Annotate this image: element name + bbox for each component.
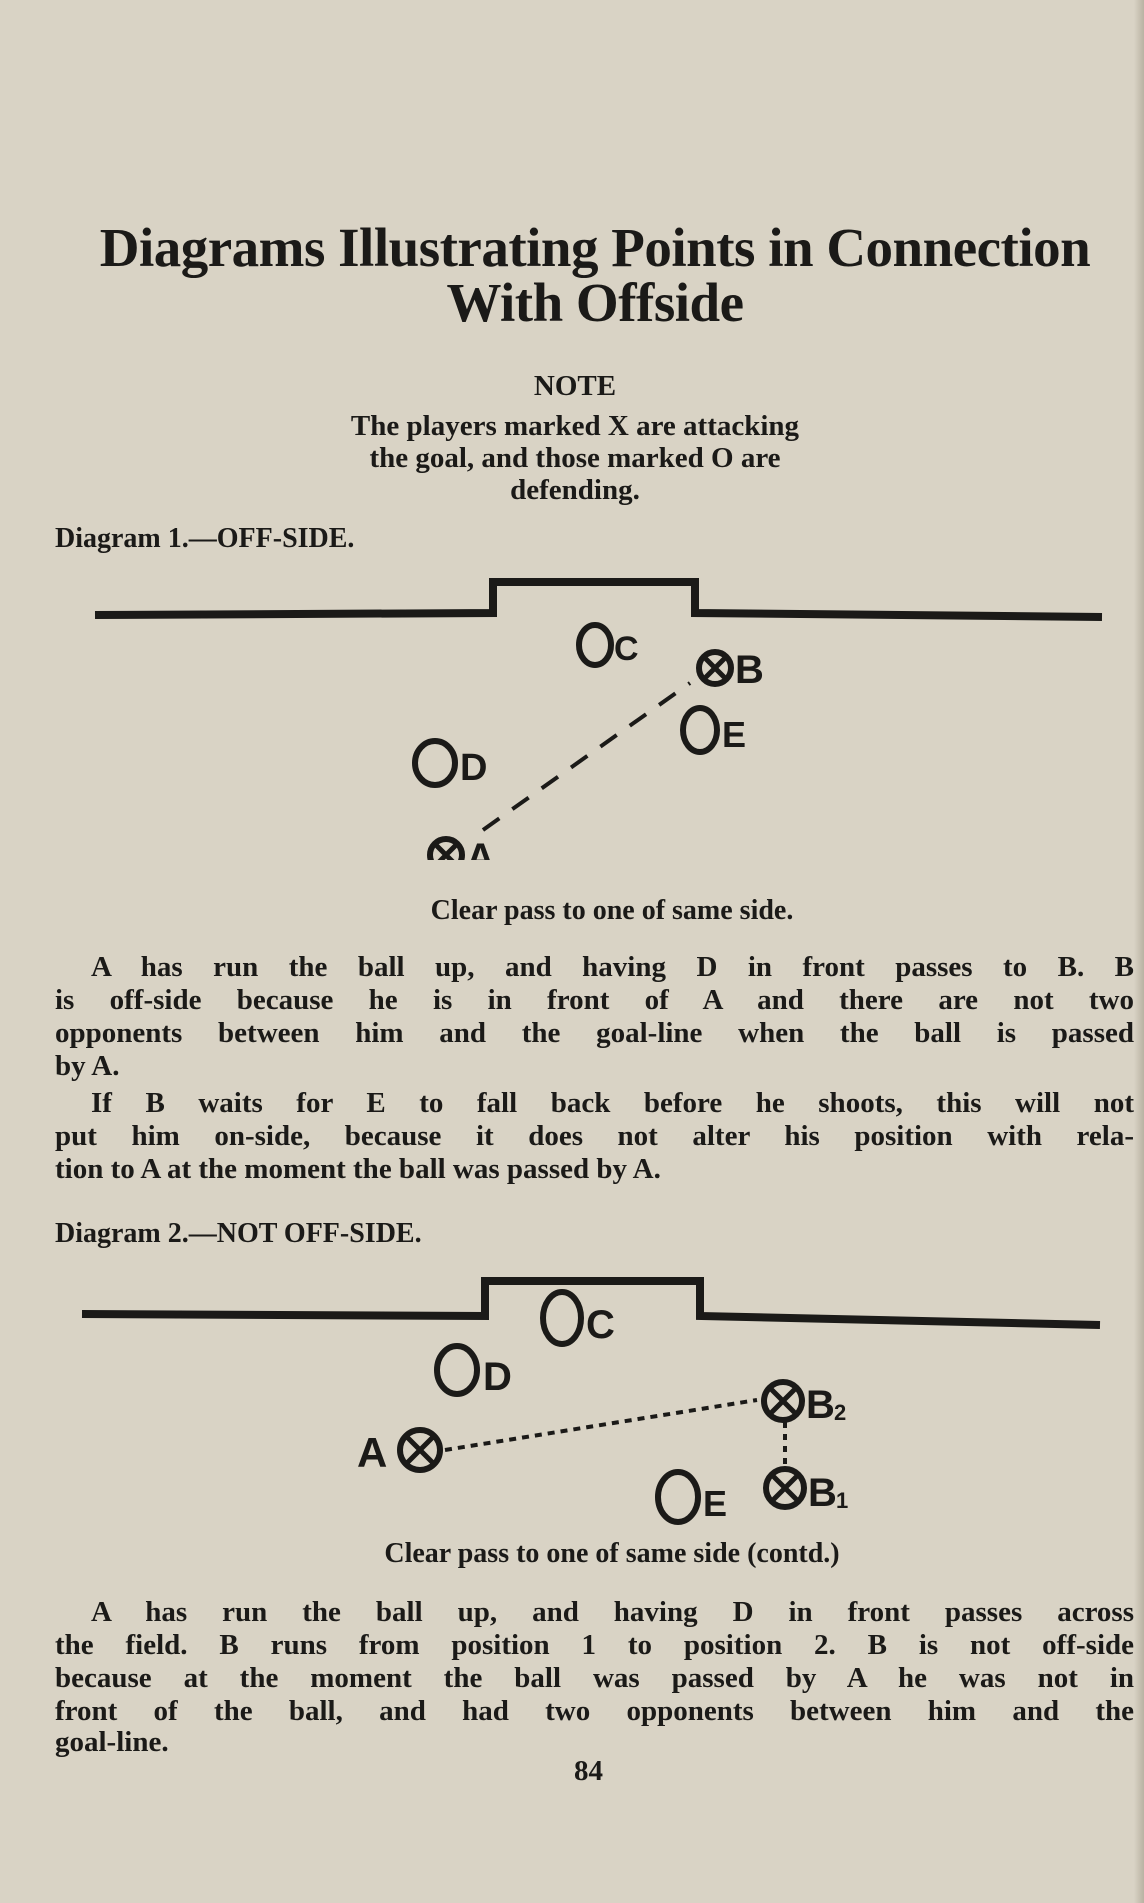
page-title-line1: Diagrams Illustrating Points in Connecti… — [99, 217, 1091, 278]
diagram2-figure: C D A B 2 E B 1 — [81, 1277, 1101, 1525]
text-line: tion to A at the moment the ball was pas… — [55, 1153, 661, 1185]
text-line: If B waits for E to fall back before he … — [91, 1087, 1134, 1119]
note-line: The players marked X are attacking — [350, 410, 800, 442]
page-title-line2: With Offside — [446, 272, 744, 333]
svg-text:C: C — [586, 1303, 615, 1347]
defender-c: C — [540, 1289, 615, 1347]
text-line: the field. B runs from position 1 to pos… — [55, 1629, 1134, 1661]
diagram1-figure: C B E D A — [94, 578, 1103, 860]
svg-text:B: B — [735, 648, 764, 692]
text-line: front of the ball, and had two opponents… — [55, 1695, 1134, 1727]
attacker-b: B — [696, 648, 764, 692]
goal-line — [81, 1277, 1101, 1329]
svg-text:E: E — [703, 1483, 727, 1524]
note-line: defending. — [510, 474, 640, 506]
svg-text:B: B — [806, 1383, 835, 1427]
svg-text:B: B — [808, 1471, 837, 1515]
svg-text:A: A — [357, 1429, 387, 1476]
diagram1-caption: Clear pass to one of same side. — [430, 895, 794, 926]
svg-text:D: D — [460, 747, 487, 789]
text-line: opponents between him and the goal-line … — [55, 1017, 1134, 1049]
text-line: goal-line. — [55, 1726, 169, 1758]
defender-e: E — [655, 1469, 727, 1525]
attacker-b-position-2: B 2 — [761, 1379, 846, 1427]
attacker-a: A — [357, 1427, 443, 1476]
text-line: A has run the ball up, and having D in f… — [91, 1596, 1134, 1628]
defender-d: D — [434, 1343, 512, 1399]
text-line: is off-side because he is in front of A … — [55, 984, 1134, 1016]
page-number: 84 — [574, 1755, 603, 1787]
svg-text:1: 1 — [836, 1488, 848, 1513]
text-line: by A. — [55, 1050, 120, 1082]
note-heading: NOTE — [533, 370, 617, 402]
goal-line — [94, 578, 1103, 621]
text-line: A has run the ball up, and having D in f… — [91, 951, 1134, 983]
svg-text:C: C — [614, 630, 639, 668]
defender-c: C — [576, 622, 639, 668]
svg-text:D: D — [483, 1355, 512, 1399]
text-line: put him on-side, because it does not alt… — [55, 1120, 1134, 1152]
page-edge-shadow — [1134, 0, 1144, 1903]
defender-e: E — [680, 705, 746, 755]
attacker-a: A — [427, 836, 495, 860]
svg-text:2: 2 — [834, 1400, 846, 1425]
text-line: because at the moment the ball was passe… — [55, 1662, 1134, 1694]
defender-d: D — [412, 738, 487, 789]
diagram1-label: Diagram 1.—OFF-SIDE. — [55, 523, 355, 554]
diagram2-caption: Clear pass to one of same side (contd.) — [384, 1538, 840, 1569]
pass-line — [481, 681, 692, 832]
attacker-b-position-1: B 1 — [763, 1466, 848, 1515]
diagram1-paragraph-1: A has run the ball up, and having D in f… — [55, 951, 1134, 1083]
diagram2-label: Diagram 2.—NOT OFF-SIDE. — [55, 1218, 422, 1249]
diagram2-paragraph-1: A has run the ball up, and having D in f… — [55, 1596, 1134, 1758]
note-line: the goal, and those marked O are — [369, 442, 781, 474]
pass-line — [444, 1398, 758, 1452]
svg-text:E: E — [722, 714, 746, 755]
svg-text:A: A — [466, 836, 495, 860]
diagram1-paragraph-2: If B waits for E to fall back before he … — [55, 1087, 1134, 1186]
